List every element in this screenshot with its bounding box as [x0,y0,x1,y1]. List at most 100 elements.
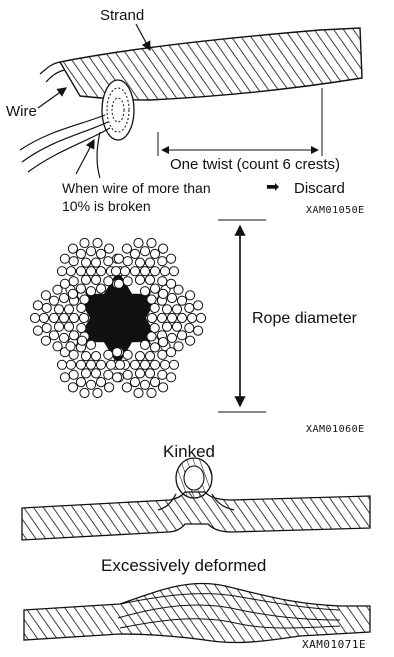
wire-circle [167,293,176,302]
wire-circle [86,340,95,349]
wire-circle [113,348,122,357]
wire-circle [60,373,69,382]
wire-circle [49,313,58,322]
wire-circle [76,267,85,276]
wire-circle [59,293,68,302]
wire-circle [104,370,113,379]
wire-circle [158,277,167,286]
wire-circle [104,350,113,359]
wire-circle [39,313,48,322]
wire-circle [150,284,159,293]
wire-circle [96,267,105,276]
wire-label: Wire [6,104,37,119]
wire-circle [159,338,168,347]
wire-circle [140,360,149,369]
wire-circle [105,383,114,392]
wire-circle [104,277,113,286]
rope-strand-figure [20,24,362,178]
wire-circle [114,279,123,288]
wire-circle [150,303,159,312]
wire-circle [96,378,105,387]
wire-circle [130,378,139,387]
wire-circle [157,313,166,322]
wire-circle [68,289,77,298]
wire-circle [135,352,144,361]
wire-circle [80,295,89,304]
wire-circle [145,258,154,267]
wire-circle [68,383,77,392]
wire-circle [130,267,139,276]
wire-circle [57,360,66,369]
wire-circle [145,369,154,378]
wire-circle [49,331,58,340]
wire-circle [91,369,100,378]
wire-circle [54,305,63,314]
wire-circle [120,267,129,276]
figure3-code: XAM01071E [302,639,366,650]
wire-circle [123,370,132,379]
wire-circle [69,350,78,359]
discard-label: Discard [294,181,345,196]
wire-circle [69,370,78,379]
rope-diameter-label: Rope diameter [252,311,357,327]
wire-circle [79,313,88,322]
wire-circle [42,323,51,332]
excessively-deformed-label: Excessively deformed [101,557,266,574]
wire-circle [96,360,105,369]
wire-circle [93,238,102,247]
wire-circle [147,388,156,397]
wire-circle [159,244,168,253]
strand-label: Strand [100,8,144,23]
wire-circle [140,340,149,349]
wire-circle [68,244,77,253]
wire-circle [150,378,159,387]
wire-circle [122,244,131,253]
wire-circle [66,360,75,369]
wire-circle [150,323,159,332]
wire-circle [76,360,85,369]
wire-circle [145,352,154,361]
wire-circle [60,254,69,263]
wire-circle [169,267,178,276]
wire-circle [158,370,167,379]
wire-circle [81,275,90,284]
wire-circle [115,360,124,369]
wire-circle [140,287,149,296]
wire-circle [159,383,168,392]
wire-circle [147,332,156,341]
wire-circle [135,369,144,378]
wire-circle [158,350,167,359]
broken-wire-label-line2: 10% is broken [62,199,151,213]
wire-circle [114,254,123,263]
wire-circle [130,249,139,258]
wire-circle [86,267,95,276]
wire-circle [69,257,78,266]
wire-circle [33,301,42,310]
wire-circle [159,289,168,298]
wire-circle [147,295,156,304]
wire-circle [147,313,156,322]
broken-wire-label-line1: When wire of more than [62,181,211,195]
wire-circle [106,360,115,369]
wire-circle [69,331,78,340]
wire-circle [81,369,90,378]
wire-circle [49,296,58,305]
wire-circle [140,380,149,389]
wire-circle [81,352,90,361]
wire-circle [66,342,75,351]
kinked-rope-figure [22,458,370,540]
arrow-right-icon: ➡ [266,180,279,196]
wire-circle [140,267,149,276]
wire-circle [186,291,195,300]
wire-circle [77,303,86,312]
wire-circle [196,313,205,322]
wire-circle [134,238,143,247]
wire-circle [69,277,78,286]
wire-circle [93,388,102,397]
wire-circle [140,247,149,256]
wire-circle [42,303,51,312]
wire-circle [172,305,181,314]
wire-circle [64,322,73,331]
wire-circle [135,258,144,267]
wire-circle [53,342,62,351]
